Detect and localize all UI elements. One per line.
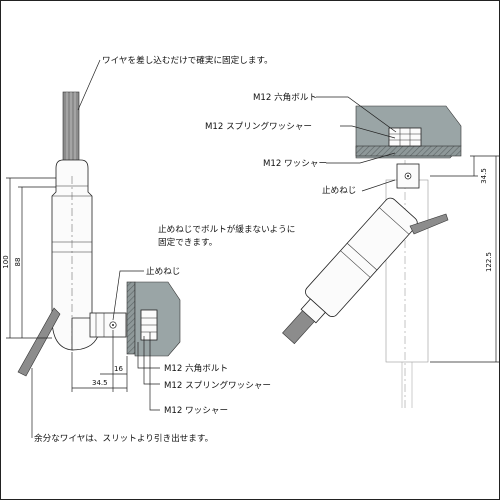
dim-right-122-5: 122.5 (485, 252, 493, 272)
right-dimension-lines (430, 155, 500, 363)
label-washer-right: M12 ワッシャー (263, 159, 327, 169)
right-tilted-gripper (282, 197, 418, 345)
label-bolt-left: M12 六角ボルト (164, 362, 228, 374)
label-wire-insert-note: ワイヤを差し込むだけで確実に固定します。 (102, 54, 273, 66)
left-dimension-lines (6, 177, 128, 392)
left-wire-bottom (17, 307, 61, 377)
label-set-screw-note-line2: 固定できます。 (158, 236, 217, 248)
label-washer-left: M12 ワッシャー (164, 406, 228, 416)
right-ghost-vertical (385, 160, 429, 410)
dim-left-100: 100 (2, 255, 10, 268)
left-wire-top (62, 91, 80, 171)
left-elbow-and-link (71, 312, 127, 351)
label-excess-wire-note: 余分なワイヤは、スリットより引き出せます。 (34, 432, 213, 444)
dim-left-16: 16 (114, 365, 123, 373)
right-hinge (396, 163, 420, 189)
leader-lines (31, 59, 397, 438)
right-mounting-plate (355, 105, 462, 159)
dim-right-34-5: 34.5 (480, 168, 488, 184)
dim-left-34-5: 34.5 (92, 379, 108, 387)
left-mounting-plate (126, 281, 181, 357)
label-set-screw-note-line1: 止めねじでボルトが緩まないように (158, 223, 295, 235)
label-set-screw-right: 止めねじ (322, 184, 356, 196)
label-bolt-right: M12 六角ボルト (253, 91, 317, 103)
label-set-screw-left: 止めねじ (146, 265, 180, 277)
label-spring-washer-left: M12 スプリングワッシャー (164, 379, 271, 391)
label-spring-washer-right: M12 スプリングワッシャー (205, 120, 312, 132)
dim-left-88: 88 (14, 258, 22, 267)
right-wire-extension (409, 213, 449, 235)
